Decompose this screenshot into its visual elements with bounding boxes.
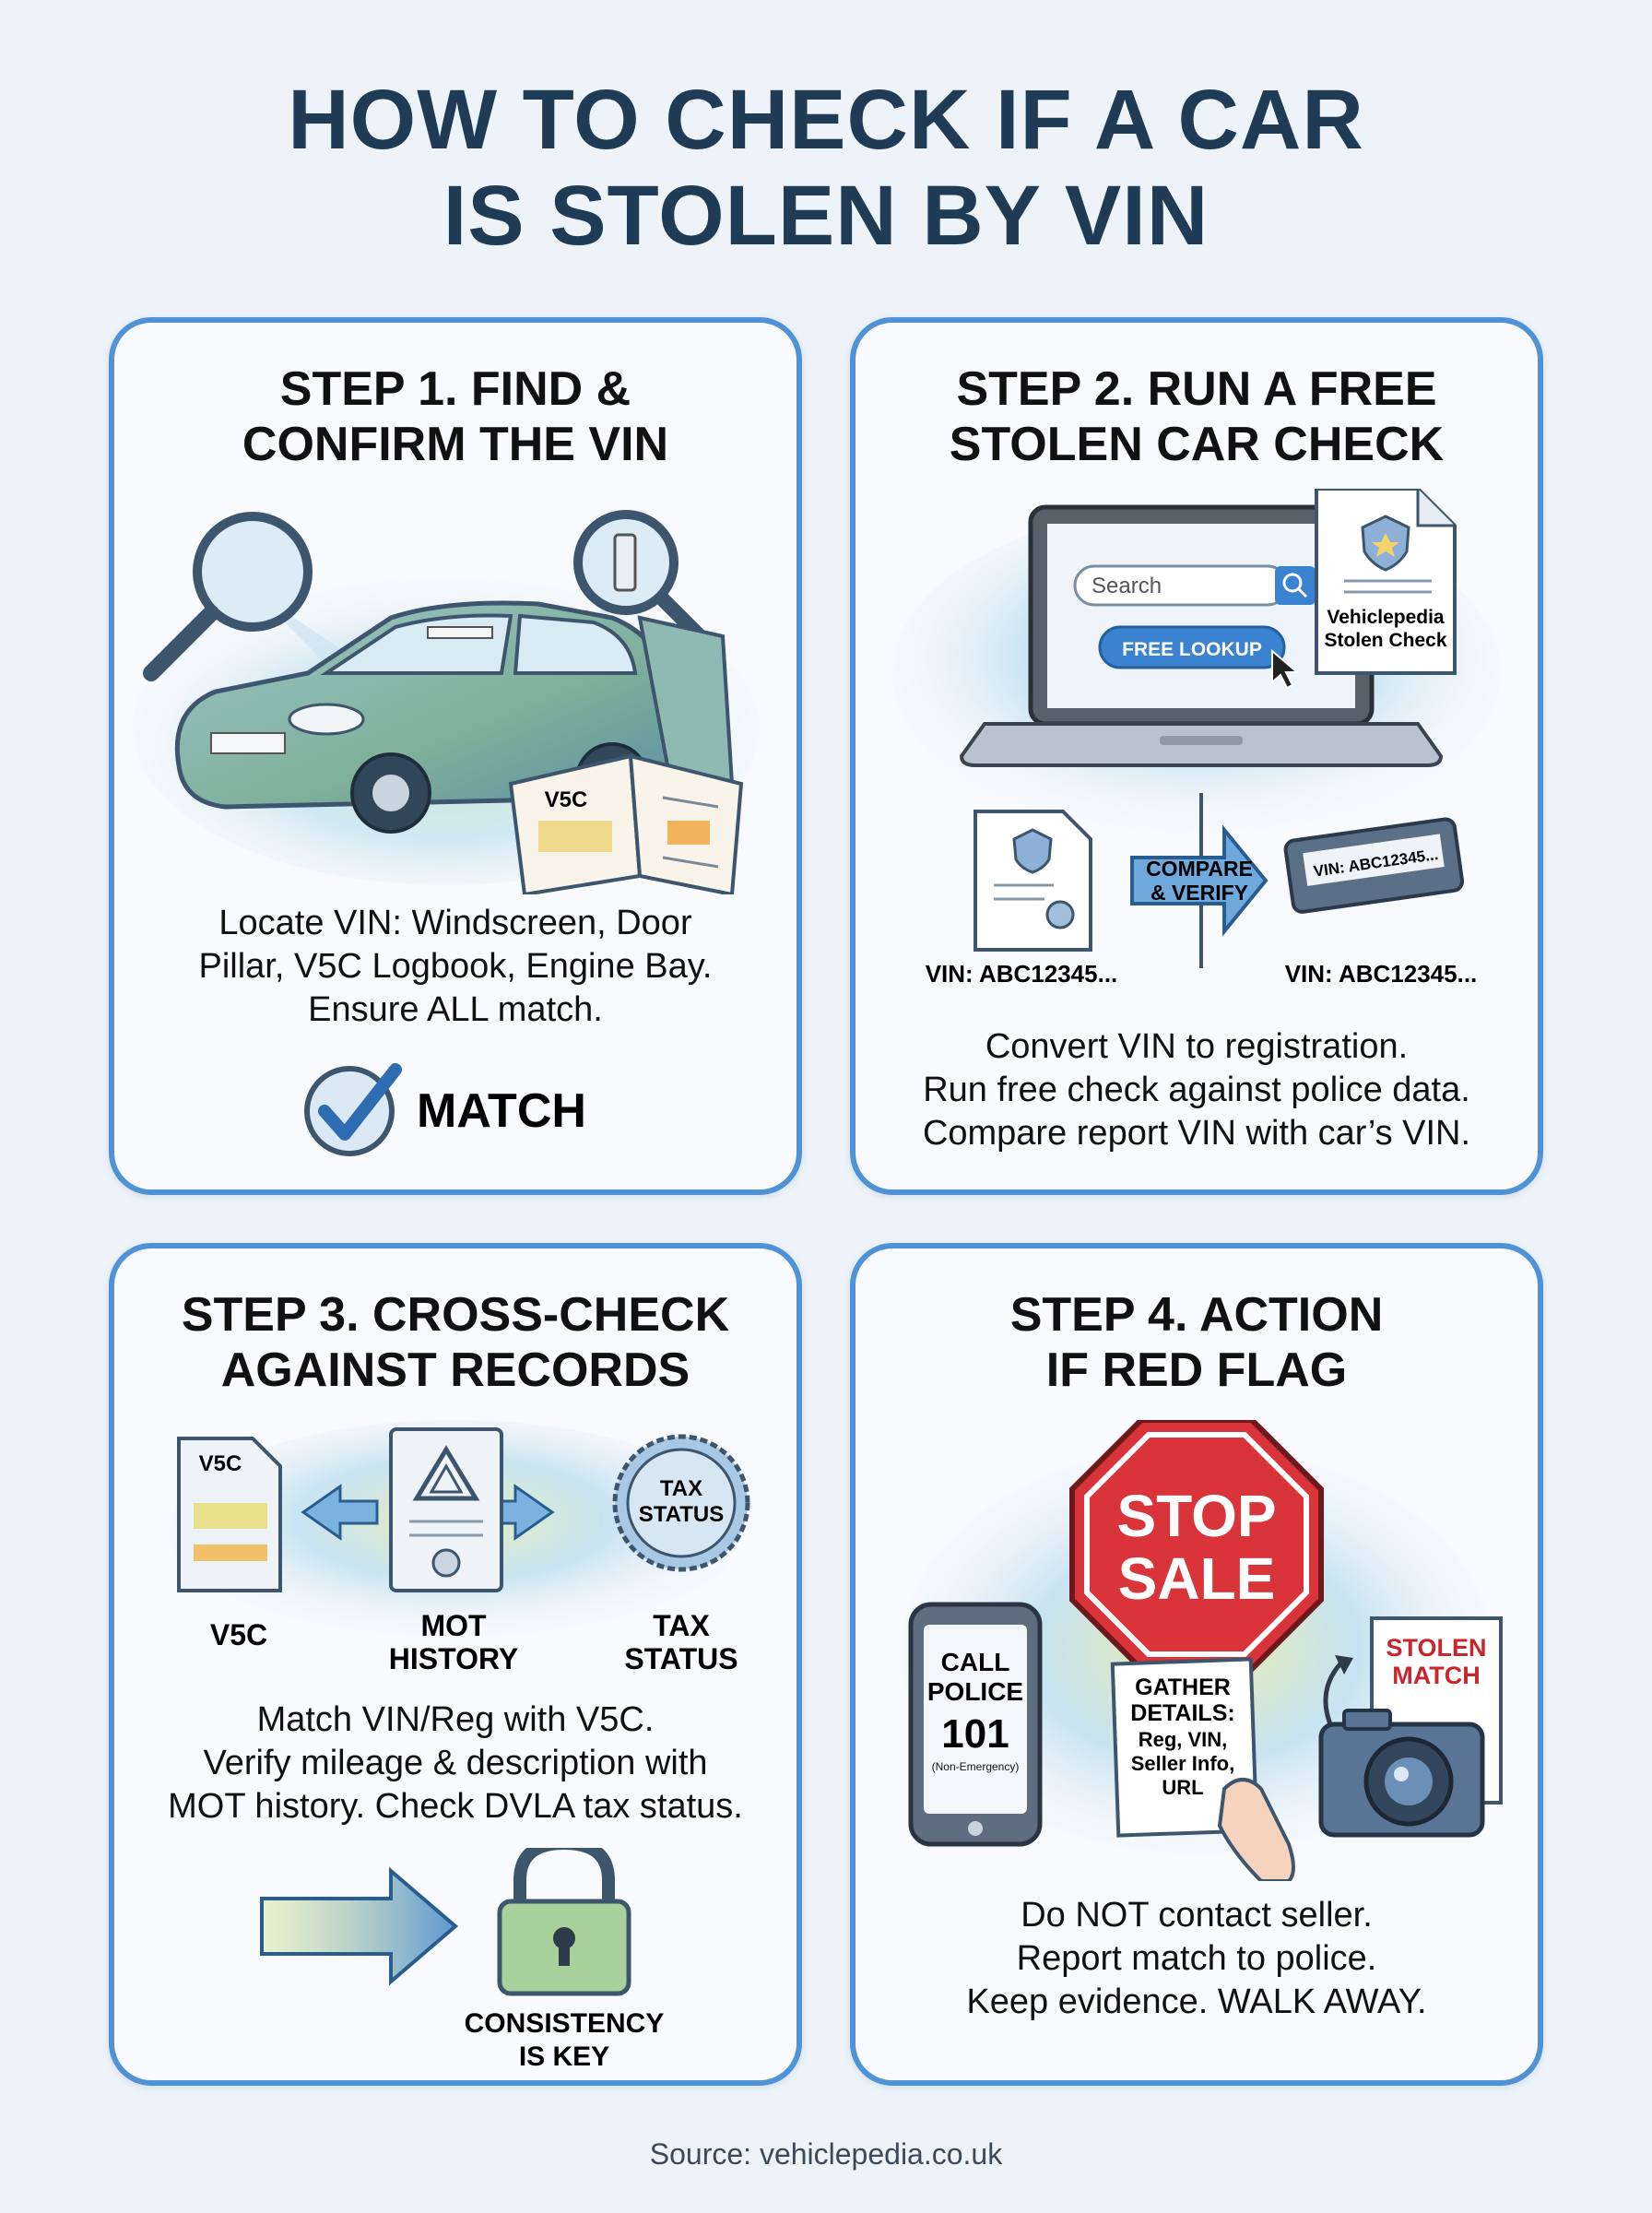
v5c-document-icon: V5C bbox=[177, 1437, 282, 1592]
certificate-icon bbox=[974, 810, 1092, 952]
report-title-line-2: Stolen Check bbox=[1324, 630, 1446, 651]
step-1-title: STEP 1. FIND & CONFIRM THE VIN bbox=[114, 361, 796, 472]
step-3-card: STEP 3. CROSS-CHECK AGAINST RECORDS V5C bbox=[109, 1243, 802, 2086]
source-credit: Source: vehiclepedia.co.uk bbox=[649, 2137, 1003, 2171]
online-check-illustration: Search FREE LOOKUP Vehiclepedia Stolen C… bbox=[892, 489, 1501, 988]
magnifier-left-icon bbox=[143, 512, 313, 681]
tax-disc-line-1: TAX bbox=[660, 1476, 702, 1501]
stop-sign-icon: STOP SALE bbox=[1069, 1420, 1324, 1672]
phone-line-2: POLICE bbox=[927, 1677, 1023, 1706]
tax-disc-line-2: STATUS bbox=[639, 1502, 724, 1527]
gather-details-note: GATHER DETAILS: Reg, VIN, Seller Info, U… bbox=[1110, 1657, 1259, 1838]
v5c-logbook-icon: V5C bbox=[508, 753, 744, 894]
gather-line-5: URL bbox=[1162, 1776, 1203, 1799]
padlock-icon bbox=[497, 1848, 631, 1996]
step-1-title-line-2: CONFIRM THE VIN bbox=[242, 418, 669, 471]
checkmark-icon bbox=[304, 1063, 402, 1156]
arrow-left-icon bbox=[301, 1484, 379, 1541]
v5c-document-label: V5C bbox=[199, 1451, 242, 1476]
gather-line-3: Reg, VIN, bbox=[1139, 1728, 1228, 1751]
step-2-card: STEP 2. RUN A FREE STOLEN CAR CHECK Sear… bbox=[850, 317, 1543, 1195]
page-title: HOW TO CHECK IF A CAR IS STOLEN BY VIN bbox=[0, 72, 1652, 264]
report-title-line-1: Vehiclepedia bbox=[1327, 607, 1445, 628]
tax-status-disc-icon: TAX STATUS bbox=[612, 1434, 750, 1572]
compare-label-line-1: COMPARE bbox=[1146, 857, 1253, 881]
phone-icon: CALL POLICE 101 (Non-Emergency) bbox=[908, 1602, 1043, 1847]
label-tax-line-2: STATUS bbox=[624, 1642, 738, 1675]
step-2-title-line-2: STOLEN CAR CHECK bbox=[949, 418, 1445, 471]
records-crosscheck-illustration: V5C TAX STATUS V5C MOT HISTORY TAX STATU… bbox=[170, 1420, 750, 1675]
phone-line-1: CALL bbox=[941, 1648, 1010, 1676]
match-badge: MATCH bbox=[304, 1063, 586, 1156]
step-3-desc-line-3: MOT history. Check DVLA tax status. bbox=[168, 1787, 743, 1826]
v5c-label: V5C bbox=[545, 787, 588, 812]
step-2-desc-line-2: Run free check against police data. bbox=[923, 1071, 1470, 1109]
search-button[interactable] bbox=[1275, 566, 1316, 605]
match-label: MATCH bbox=[417, 1084, 586, 1138]
step-2-title-line-1: STEP 2. RUN A FREE bbox=[956, 362, 1437, 416]
stop-sign-line-2: SALE bbox=[1118, 1545, 1276, 1612]
car-inspection-illustration: V5C bbox=[133, 510, 760, 894]
step-3-desc-line-1: Match VIN/Reg with V5C. bbox=[256, 1700, 655, 1739]
car-icon bbox=[174, 600, 735, 834]
page-title-line-1: HOW TO CHECK IF A CAR bbox=[288, 73, 1364, 167]
vin-right-label: VIN: ABC12345... bbox=[1285, 960, 1478, 988]
step-4-card: STEP 4. ACTION IF RED FLAG STOP SALE CAL… bbox=[850, 1243, 1543, 2086]
step-2-desc-line-3: Compare report VIN with car’s VIN. bbox=[922, 1114, 1471, 1153]
label-mot-line-2: HISTORY bbox=[389, 1642, 518, 1675]
camera-icon bbox=[1318, 1709, 1485, 1838]
label-v5c: V5C bbox=[210, 1618, 267, 1651]
phone-note: (Non-Emergency) bbox=[932, 1760, 1020, 1773]
step-1-description: Locate VIN: Windscreen, Door Pillar, V5C… bbox=[114, 902, 796, 1032]
stolen-check-report-icon: Vehiclepedia Stolen Check bbox=[1315, 489, 1457, 675]
phone-number: 101 bbox=[941, 1711, 1009, 1757]
stolen-match-line-2: MATCH bbox=[1392, 1662, 1480, 1689]
gather-line-4: Seller Info, bbox=[1131, 1752, 1234, 1775]
step-2-title: STEP 2. RUN A FREE STOLEN CAR CHECK bbox=[856, 361, 1538, 472]
step-2-desc-line-1: Convert VIN to registration. bbox=[985, 1027, 1409, 1066]
step-4-desc-line-3: Keep evidence. WALK AWAY. bbox=[966, 1982, 1427, 2021]
step-4-title-line-2: IF RED FLAG bbox=[1045, 1343, 1348, 1397]
free-lookup-button[interactable]: FREE LOOKUP bbox=[1098, 625, 1286, 669]
vin-left-label: VIN: ABC12345... bbox=[926, 960, 1118, 988]
step-4-desc-line-1: Do NOT contact seller. bbox=[1021, 1896, 1373, 1935]
label-mot-line-1: MOT bbox=[420, 1609, 487, 1642]
stop-sign-line-1: STOP bbox=[1116, 1483, 1276, 1549]
page-title-line-2: IS STOLEN BY VIN bbox=[442, 169, 1210, 263]
consistency-line-1: CONSISTENCY bbox=[465, 2008, 665, 2039]
compare-verify-arrow: COMPARE & VERIFY bbox=[1130, 824, 1268, 937]
step-1-desc-line-1: Locate VIN: Windscreen, Door bbox=[218, 904, 692, 942]
gather-line-1: GATHER bbox=[1135, 1675, 1231, 1700]
cursor-icon bbox=[1271, 648, 1300, 690]
hand-icon bbox=[1217, 1778, 1295, 1881]
step-1-desc-line-2: Pillar, V5C Logbook, Engine Bay. bbox=[198, 947, 713, 986]
stolen-match-line-1: STOLEN bbox=[1386, 1634, 1486, 1662]
consistency-illustration: CONSISTENCY IS KEY bbox=[260, 1848, 665, 2069]
step-3-title-line-1: STEP 3. CROSS-CHECK bbox=[181, 1288, 730, 1342]
free-lookup-label: FREE LOOKUP bbox=[1122, 639, 1262, 660]
vin-plate-icon: VIN: ABC12345... bbox=[1283, 817, 1465, 914]
step-4-title: STEP 4. ACTION IF RED FLAG bbox=[856, 1287, 1538, 1398]
label-tax-line-1: TAX bbox=[653, 1609, 710, 1642]
step-4-description: Do NOT contact seller. Report match to p… bbox=[856, 1894, 1538, 2024]
step-4-title-line-1: STEP 4. ACTION bbox=[1009, 1288, 1384, 1342]
step-3-desc-line-2: Verify mileage & description with bbox=[203, 1744, 708, 1782]
step-3-title: STEP 3. CROSS-CHECK AGAINST RECORDS bbox=[114, 1287, 796, 1398]
step-2-description: Convert VIN to registration. Run free ch… bbox=[856, 1025, 1538, 1155]
search-icon bbox=[1282, 573, 1303, 593]
mot-certificate-icon bbox=[389, 1427, 503, 1592]
consistency-line-2: IS KEY bbox=[519, 2041, 609, 2069]
search-input[interactable]: Search bbox=[1073, 564, 1289, 607]
compare-label-line-2: & VERIFY bbox=[1150, 881, 1248, 905]
big-arrow-icon bbox=[260, 1866, 459, 1986]
gather-line-2: DETAILS: bbox=[1130, 1700, 1234, 1726]
step-3-description: Match VIN/Reg with V5C. Verify mileage &… bbox=[114, 1698, 796, 1828]
step-1-title-line-1: STEP 1. FIND & bbox=[279, 362, 631, 416]
red-flag-action-illustration: STOP SALE CALL POLICE 101 (Non-Emergency… bbox=[902, 1420, 1503, 1881]
step-1-card: STEP 1. FIND & CONFIRM THE VIN bbox=[109, 317, 802, 1195]
step-3-title-line-2: AGAINST RECORDS bbox=[220, 1343, 690, 1397]
search-placeholder: Search bbox=[1092, 574, 1162, 598]
step-4-desc-line-2: Report match to police. bbox=[1016, 1939, 1377, 1978]
step-1-desc-line-3: Ensure ALL match. bbox=[308, 990, 603, 1029]
